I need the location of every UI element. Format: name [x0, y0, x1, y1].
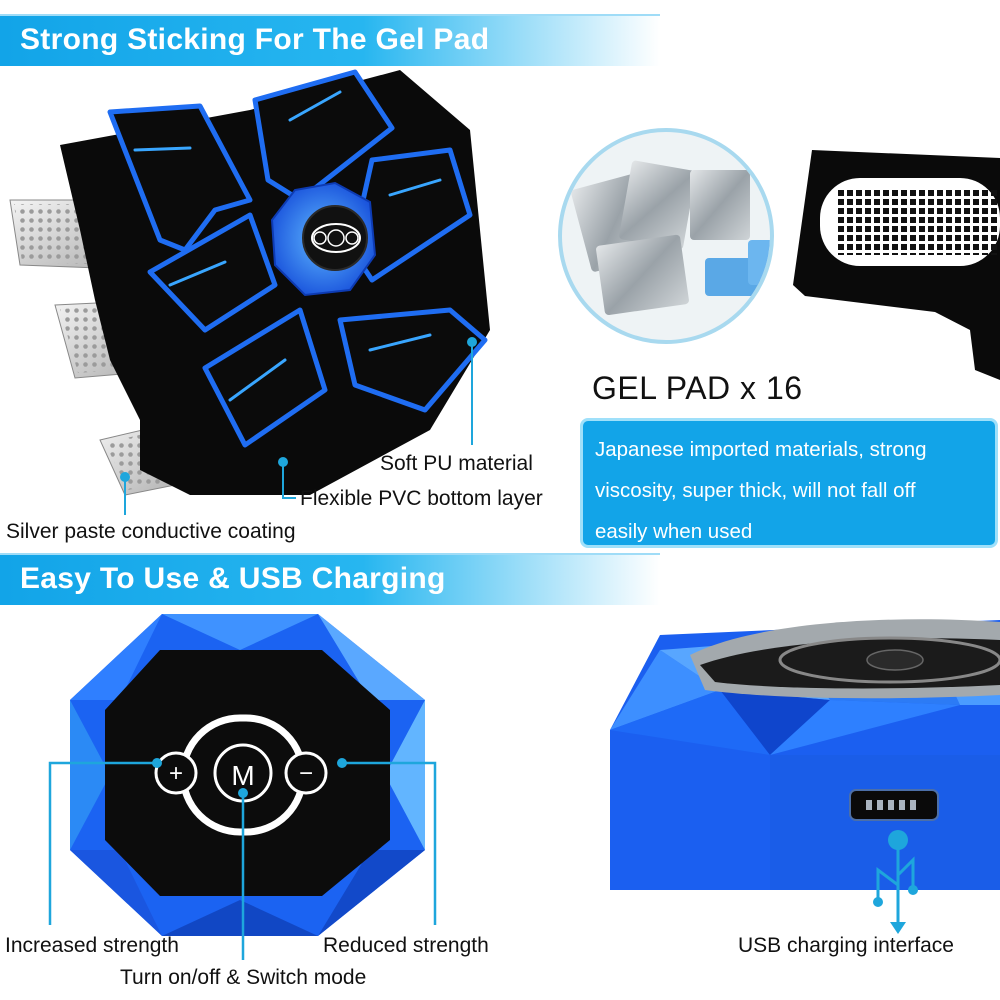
controller-front-view: + M − [70, 614, 425, 936]
gel-pad [9, 69, 490, 496]
gel-pad-info-box: Japanese imported materials, strong visc… [580, 418, 998, 548]
info-line: Japanese imported materials, strong [595, 438, 927, 461]
minus-button-label: − [299, 760, 313, 787]
plus-button-label: + [169, 760, 183, 787]
section-title-gel-pad: Strong Sticking For The Gel Pad [20, 23, 490, 56]
label-increased-strength: Increased strength [5, 934, 179, 957]
info-line: viscosity, super thick, will not fall of… [595, 479, 916, 502]
info-line: easily when used [595, 520, 753, 543]
label-usb-interface: USB charging interface [738, 934, 954, 957]
gel-pad-info-text: Japanese imported materials, strong visc… [595, 429, 987, 552]
usb-icon [873, 830, 918, 934]
label-pvc-layer: Flexible PVC bottom layer [300, 487, 543, 510]
label-reduced-strength: Reduced strength [323, 934, 489, 957]
label-mode: Turn on/off & Switch mode [120, 966, 367, 989]
controller-callout-lines [48, 761, 437, 960]
section-banner-gel-pad: Strong Sticking For The Gel Pad [0, 14, 660, 66]
label-soft-pu: Soft PU material [380, 452, 533, 475]
gel-pad-packets-photo [558, 128, 774, 344]
section-banner-usb: Easy To Use & USB Charging [0, 553, 660, 605]
label-silver-paste: Silver paste conductive coating [6, 520, 296, 543]
pad-controller [270, 181, 377, 297]
controller-side-view [610, 619, 1000, 890]
gel-pad-count: GEL PAD x 16 [592, 370, 803, 406]
gel-pad-closeup [793, 150, 1000, 380]
mode-button-label: M [231, 760, 254, 791]
section-title-usb: Easy To Use & USB Charging [20, 562, 446, 595]
